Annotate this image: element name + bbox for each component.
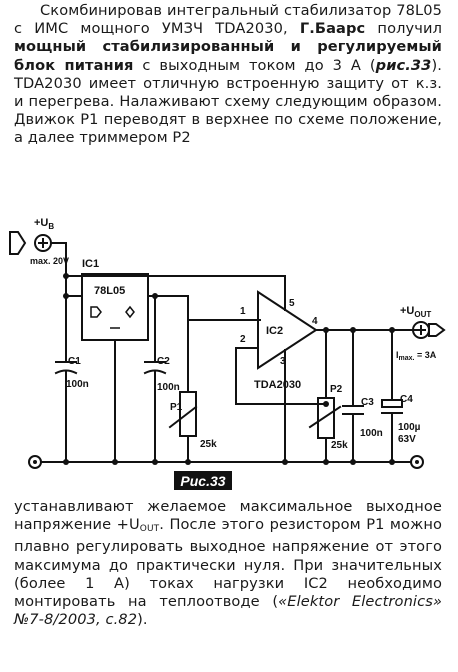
text-run: получил [365,20,442,38]
p2-value: 25k [331,440,348,451]
circuit-schematic: +UB max. 20V IC1 78L05 C1 100n C2 100n P… [9,217,446,490]
ic1-part: 78L05 [94,285,125,297]
ic2-name: IC2 [266,325,283,337]
c2-value: 100n [157,382,180,393]
c3-name: C3 [361,397,374,408]
c3-value: 100n [360,428,383,439]
figure-label: Рис.33 [180,473,225,489]
pin-3: 3 [280,356,286,367]
p2-name: P2 [330,384,343,395]
pin-5: 5 [289,298,295,309]
text-run: . После этого резистором P1 можно плавно… [14,516,442,611]
ic2-part: TDA2030 [254,379,301,391]
text-run: ). [137,611,148,629]
closing-paragraph: устанавливают желаемое максимальное выхо… [14,498,442,629]
output-connector-icon [428,323,446,337]
c2-name: C2 [157,356,170,367]
c1-value: 100n [66,379,89,390]
c1-name: C1 [68,356,81,367]
p1-name: P1 [170,402,183,413]
subscript: OUT [139,524,160,535]
pin-4: 4 [312,316,318,327]
c4-voltage: 63V [398,434,416,445]
input-label: +UB [34,217,54,231]
c4-name: C4 [400,394,413,405]
p1-value: 25k [200,439,217,450]
ic2-amplifier [257,290,318,370]
pin-2: 2 [240,334,246,345]
text-run: с выходным током до 3 А ( [133,56,376,74]
intro-paragraph: Скомбинировав интегральный стабилизатор … [14,2,442,148]
output-max-label: Imax. = 3A [396,350,437,362]
output-label: +UOUT [400,305,431,319]
text-run: устанавливают желаемое максимальное выхо… [14,498,442,534]
bold-phrase: мощный стабилизированный и регулируемый … [14,38,442,74]
text-run: ). TDA2030 имеет отличную встроенную защ… [14,56,442,147]
source-citation: «Elektor Electronics» №7-8/2003, с.82 [14,593,443,629]
c4-value: 100µ [398,422,421,433]
pin-1: 1 [240,306,246,317]
text-run: Скомбинировав интегральный стабилизатор … [14,2,442,38]
figure-reference: рис.33 [375,56,432,74]
input-max-label: max. 20V [30,256,69,266]
input-connector-icon [9,231,27,255]
author-name: Г.Баарс [299,20,366,38]
ic1-name: IC1 [82,258,99,270]
